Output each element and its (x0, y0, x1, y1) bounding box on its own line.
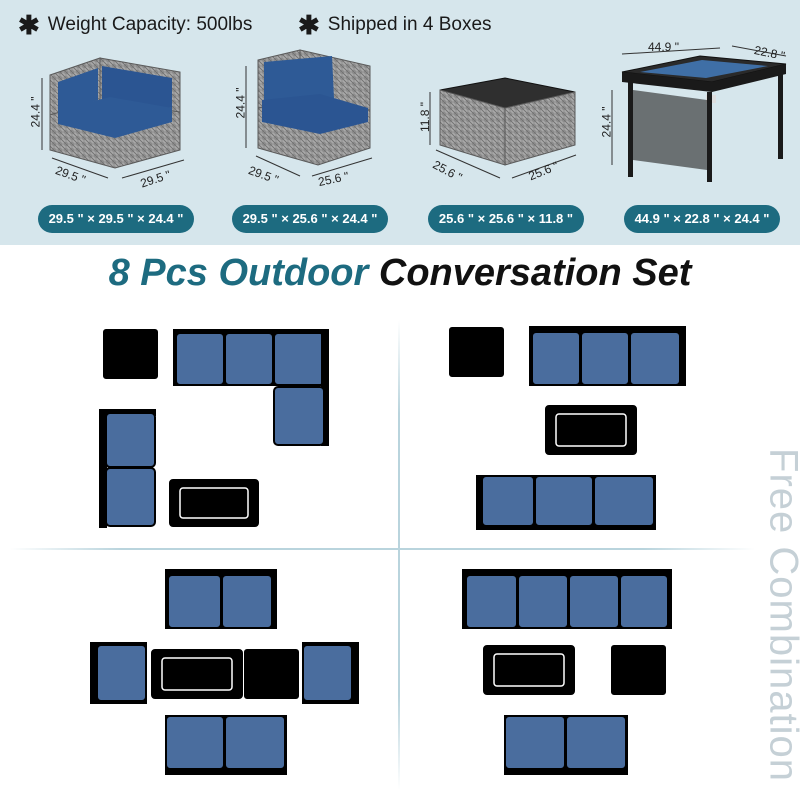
free-combination-text: Free Combination (761, 448, 800, 782)
product-images (41, 45, 787, 182)
shipping-text: Shipped in 4 Boxes (327, 14, 492, 35)
ottoman-image (439, 77, 576, 166)
title-part-2: Conversation Set (378, 252, 692, 294)
size-label-fire-pit-table: 44.9 " × 22.8 " × 24.4 " (624, 205, 780, 233)
layout-3 (90, 569, 359, 775)
title-part-1: 8 Pcs Outdoor (108, 252, 369, 294)
weight-capacity-note: ✱ Weight Capacity: 500lbs (18, 10, 252, 41)
layout-1 (99, 329, 329, 528)
layout-4 (462, 569, 672, 775)
layout-2 (449, 326, 686, 530)
asterisk-icon: ✱ (298, 10, 320, 40)
corner-sofa-image (49, 57, 181, 169)
page-title: 8 Pcs Outdoor Conversation Set (0, 252, 800, 295)
armless-sofa-image (257, 49, 371, 166)
shipping-note: ✱ Shipped in 4 Boxes (298, 10, 492, 41)
dim-width-label: 44.9 " (648, 40, 679, 54)
divider-vertical (398, 320, 400, 790)
fire-pit-table-image (621, 55, 787, 182)
size-label-ottoman: 25.6 " × 25.6 " × 11.8 " (428, 205, 584, 233)
asterisk-icon: ✱ (18, 10, 40, 40)
divider-horizontal (10, 548, 755, 550)
size-label-armless-sofa: 29.5 " × 25.6 " × 24.4 " (232, 205, 388, 233)
weight-capacity-text: Weight Capacity: 500lbs (47, 14, 253, 35)
size-label-corner-sofa: 29.5 " × 29.5 " × 24.4 " (38, 205, 194, 233)
